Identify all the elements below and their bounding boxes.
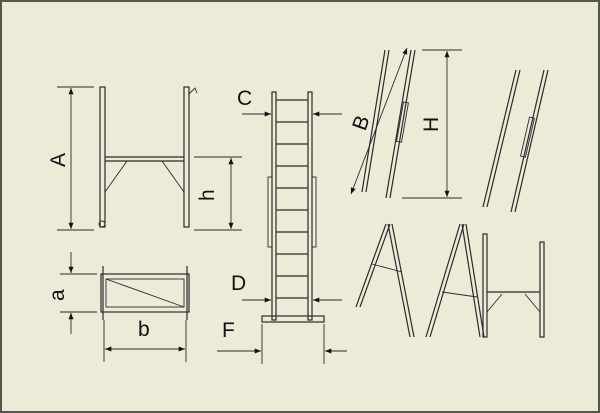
- scaffold-configuration: [482, 233, 545, 338]
- scaffold-top-view: [100, 266, 190, 320]
- label-D: D: [231, 272, 246, 295]
- dimension-F: F: [217, 319, 347, 364]
- center-ladder: [261, 91, 325, 323]
- dimension-a: a: [46, 252, 97, 334]
- label-F: F: [222, 319, 235, 342]
- a-frame-ladder-1: [355, 223, 415, 338]
- leaning-ladders: [482, 69, 549, 213]
- dimension-h: h: [194, 156, 242, 231]
- a-frame-ladder-2: [425, 223, 485, 338]
- label-A: A: [47, 153, 70, 167]
- label-b: b: [138, 318, 150, 341]
- label-a: a: [46, 289, 69, 301]
- label-B: B: [348, 112, 374, 133]
- dimension-b: b: [103, 318, 187, 362]
- label-C: C: [237, 87, 252, 110]
- label-h: h: [196, 189, 219, 201]
- dimension-A: A: [47, 86, 94, 231]
- dimension-C: C: [237, 87, 342, 117]
- label-H: H: [420, 117, 443, 132]
- dimension-H: H: [402, 49, 462, 199]
- scaffold-front-view: [98, 86, 198, 228]
- dimension-D: D: [231, 272, 342, 303]
